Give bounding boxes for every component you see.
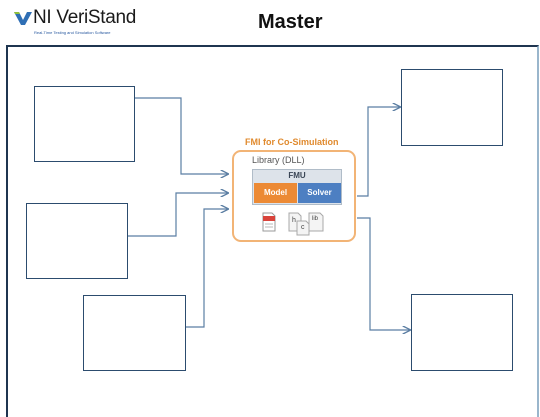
input-block-1 — [34, 86, 135, 162]
ni-veristand-logo: NI VeriStand Real-Time Testing and Simul… — [14, 6, 146, 36]
input-block-3 — [83, 295, 186, 371]
fmi-cosim-title: FMI for Co-Simulation — [245, 137, 339, 147]
fmu-box: FMU Model Solver — [252, 169, 342, 205]
wire-input-2 — [128, 193, 228, 237]
model-block: Model — [254, 183, 297, 203]
lib-file-icon — [308, 212, 324, 232]
wire-input-1 — [135, 97, 228, 174]
library-label: Library (DLL) — [252, 155, 305, 165]
wire-output-1 — [357, 107, 400, 197]
logo-text: NI VeriStand — [33, 7, 137, 28]
master-frame — [6, 45, 539, 417]
output-block-1 — [401, 69, 503, 146]
logo-tagline: Real-Time Testing and Simulation Softwar… — [34, 30, 111, 35]
input-block-2 — [26, 203, 128, 279]
wire-input-3 — [186, 209, 228, 328]
wire-output-2 — [357, 217, 410, 330]
solver-block: Solver — [298, 183, 341, 203]
c-file-label: c — [301, 224, 305, 231]
output-block-2 — [411, 294, 513, 371]
ni-logo-icon — [14, 12, 32, 25]
library-dll: Library (DLL) FMU Model Solver h c lib — [232, 150, 356, 242]
header-file-label: h — [292, 217, 296, 224]
page-title: Master — [258, 11, 323, 33]
pdf-document-icon — [262, 212, 276, 232]
fmu-label: FMU — [288, 171, 306, 180]
lib-file-label: lib — [312, 216, 319, 222]
